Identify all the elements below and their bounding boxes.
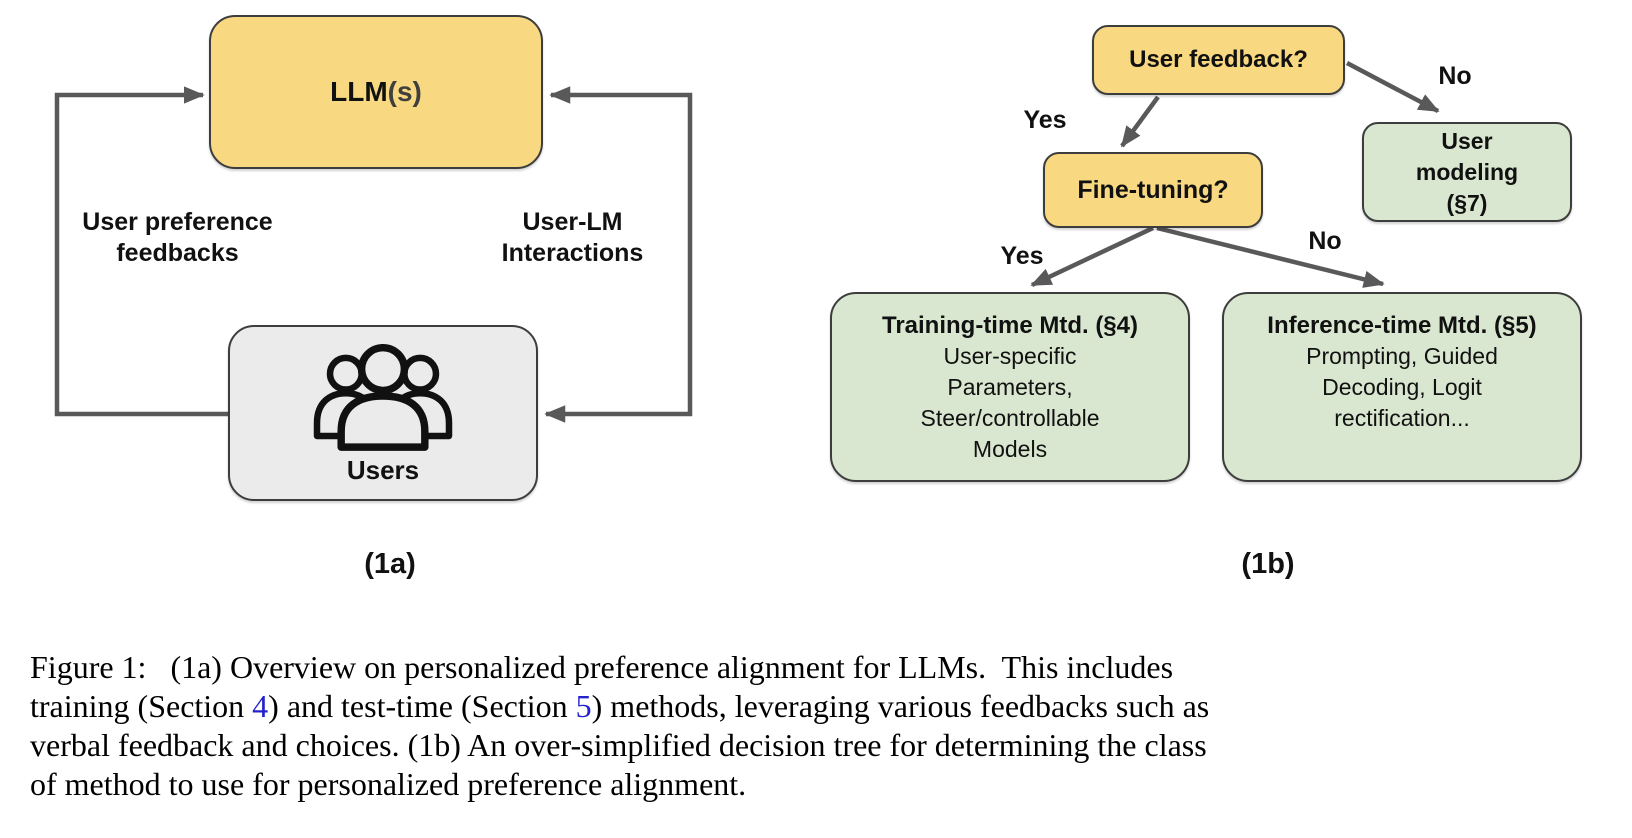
llm-node: LLM(s) (209, 15, 543, 169)
training-time-title: Training-time Mtd. (§4) (881, 312, 1138, 339)
node-user-modeling: User modeling (§7) (1362, 122, 1572, 222)
section-5-link[interactable]: 5 (575, 688, 592, 724)
panel-label-1a: (1a) (364, 548, 416, 580)
users-icon (313, 343, 453, 451)
caption-line-3: verbal feedback and choices. (1b) An ove… (30, 727, 1207, 763)
node-user-feedback: User feedback? (1092, 25, 1345, 95)
inference-time-title: Inference-time Mtd. (§5) (1267, 312, 1537, 339)
inference-time-body: Prompting, Guided Decoding, Logit rectif… (1306, 343, 1498, 431)
figure-caption: Figure 1: (1a) Overview on personalized … (30, 648, 1610, 804)
caption-line-2: training (Section 4) and test-time (Sect… (30, 687, 1610, 726)
arrow-user-lm-interactions (544, 86, 693, 423)
users-node: Users (228, 325, 538, 501)
llm-label-suffix: (s) (387, 76, 422, 107)
caption-line-2-mid: ) and test-time (Section (268, 688, 576, 724)
edge-label-user-lm-interactions: User-LM Interactions (501, 208, 644, 267)
arrow-user-preference-feedbacks (54, 86, 230, 417)
node-fine-tuning: Fine-tuning? (1043, 152, 1263, 228)
users-label: Users (346, 455, 420, 485)
caption-line-4: of method to use for personalized prefer… (30, 766, 747, 802)
panel-label-1b: (1b) (1241, 548, 1295, 580)
node-training-time: Training-time Mtd. (§4) User-specific Pa… (830, 292, 1190, 482)
section-4-link[interactable]: 4 (252, 688, 269, 724)
arrow-finetuning-yes (1030, 225, 1154, 288)
edge-label-user-preference-feedbacks: User preference feedbacks (82, 208, 273, 267)
edge-label-feedback-yes: Yes (1023, 106, 1067, 134)
caption-line-2-post: ) methods, leveraging various feedbacks … (591, 688, 1210, 724)
training-time-body: User-specific Parameters, Steer/controll… (920, 343, 1100, 462)
node-inference-time: Inference-time Mtd. (§5) Prompting, Guid… (1222, 292, 1582, 482)
arrow-feedback-no (1345, 61, 1440, 113)
edge-label-finetuning-no: No (1308, 227, 1342, 255)
llm-label: LLM (330, 76, 388, 107)
edge-label-feedback-no: No (1438, 62, 1472, 90)
caption-line-1: Figure 1: (1a) Overview on personalized … (30, 649, 1174, 685)
edge-label-finetuning-yes: Yes (1000, 242, 1044, 270)
arrow-feedback-yes (1120, 95, 1160, 148)
arrow-finetuning-no (1156, 225, 1385, 288)
caption-line-2-pre: training (Section (30, 688, 253, 724)
